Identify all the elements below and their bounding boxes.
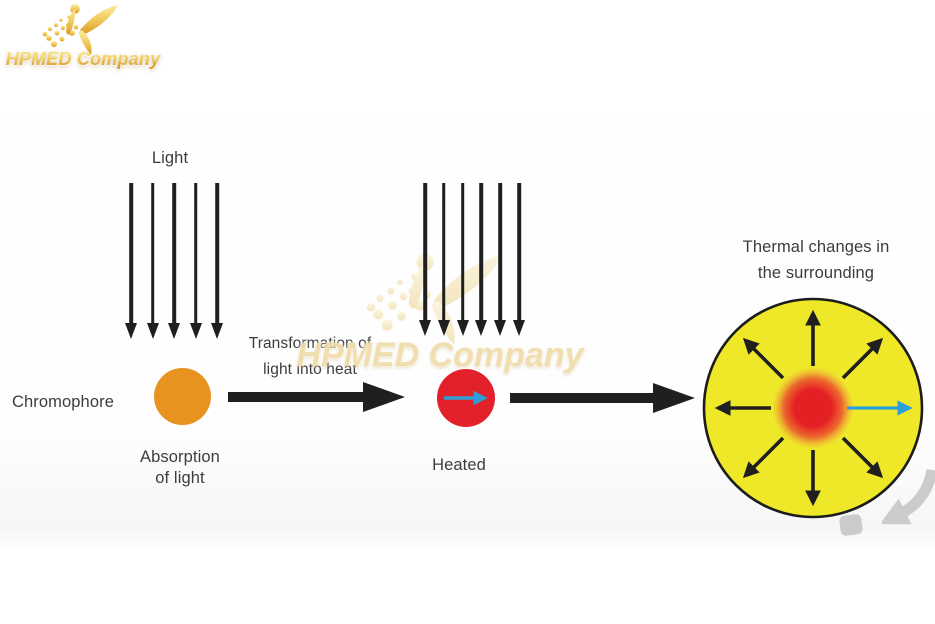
arrow-head — [168, 323, 180, 339]
arrow-shaft — [498, 183, 502, 323]
heated-circle — [437, 369, 495, 427]
light-ray-arrow — [437, 183, 451, 336]
arrow-head — [437, 320, 450, 336]
arrow-shaft — [150, 183, 155, 326]
arrow-shaft — [193, 183, 198, 326]
arrow-head — [494, 320, 507, 336]
arrow-head — [475, 320, 488, 336]
light-rays-left — [124, 183, 224, 339]
chromophore-circle — [154, 368, 211, 425]
light-ray-arrow — [189, 183, 203, 339]
transformation-label-line1: Transformation of — [248, 335, 372, 352]
hpmed-logo-text: HPMED Company — [5, 49, 161, 69]
heated-label: Heated — [432, 456, 486, 474]
arrow-head — [211, 323, 223, 339]
light-ray-arrow — [418, 183, 432, 336]
heat-core — [772, 367, 854, 449]
arrow-shaft — [479, 183, 484, 323]
heating-arrow — [510, 383, 695, 413]
arrow-shaft — [215, 183, 219, 326]
thermal-label-line1: Thermal changes in — [742, 238, 890, 256]
arrow-shaft — [517, 183, 521, 323]
thermal-label-line2: the surrounding — [757, 263, 875, 282]
light-rays-right — [418, 183, 526, 336]
absorption-label: Absorption of light — [125, 447, 235, 489]
transformation-arrow — [228, 382, 405, 412]
arrow-head — [189, 323, 202, 339]
thermal-label: Thermal changes in the surrounding — [714, 235, 918, 286]
light-ray-arrow — [124, 183, 138, 339]
gray-watermark-arrow-icon — [882, 468, 935, 525]
thermal-circle-diagram — [702, 297, 924, 519]
arrow-shaft — [172, 183, 176, 326]
absorption-label-line1: Absorption — [140, 448, 220, 466]
light-ray-arrow — [456, 183, 470, 336]
chromophore-label: Chromophore — [12, 393, 114, 411]
light-ray-arrow — [512, 183, 526, 336]
arrow-shaft — [423, 183, 427, 323]
hpmed-watermark-text: HPMED Company — [296, 336, 584, 374]
light-ray-arrow — [474, 183, 488, 336]
light-ray-arrow — [146, 183, 160, 339]
arrow-shaft — [129, 183, 133, 326]
hpmed-logo-figure-icon — [42, 4, 118, 55]
hpmed-logo: HPMED Company — [0, 0, 165, 80]
absorption-label-line2: of light — [155, 469, 205, 487]
arrow-head — [456, 320, 469, 336]
arrow-head — [125, 323, 137, 339]
arrow-shaft — [510, 393, 658, 403]
radial-heat-arrows — [714, 309, 884, 507]
arrow-shaft — [442, 183, 446, 323]
arrow-head — [512, 320, 525, 336]
arrow-head — [146, 323, 159, 339]
light-ray-arrow — [493, 183, 507, 336]
transformation-label-line2: light into heat — [263, 361, 357, 378]
light-ray-arrow — [210, 183, 224, 339]
arrow-head — [419, 320, 431, 336]
arrow-shaft — [460, 183, 465, 323]
light-label: Light — [151, 149, 189, 167]
arrow-head — [653, 383, 695, 413]
heat-direction-arrow-icon — [444, 390, 488, 406]
transformation-label: Transformation of light into heat — [230, 331, 390, 383]
arrow-head — [363, 382, 405, 412]
light-ray-arrow — [167, 183, 181, 339]
arrow-shaft — [228, 392, 368, 402]
